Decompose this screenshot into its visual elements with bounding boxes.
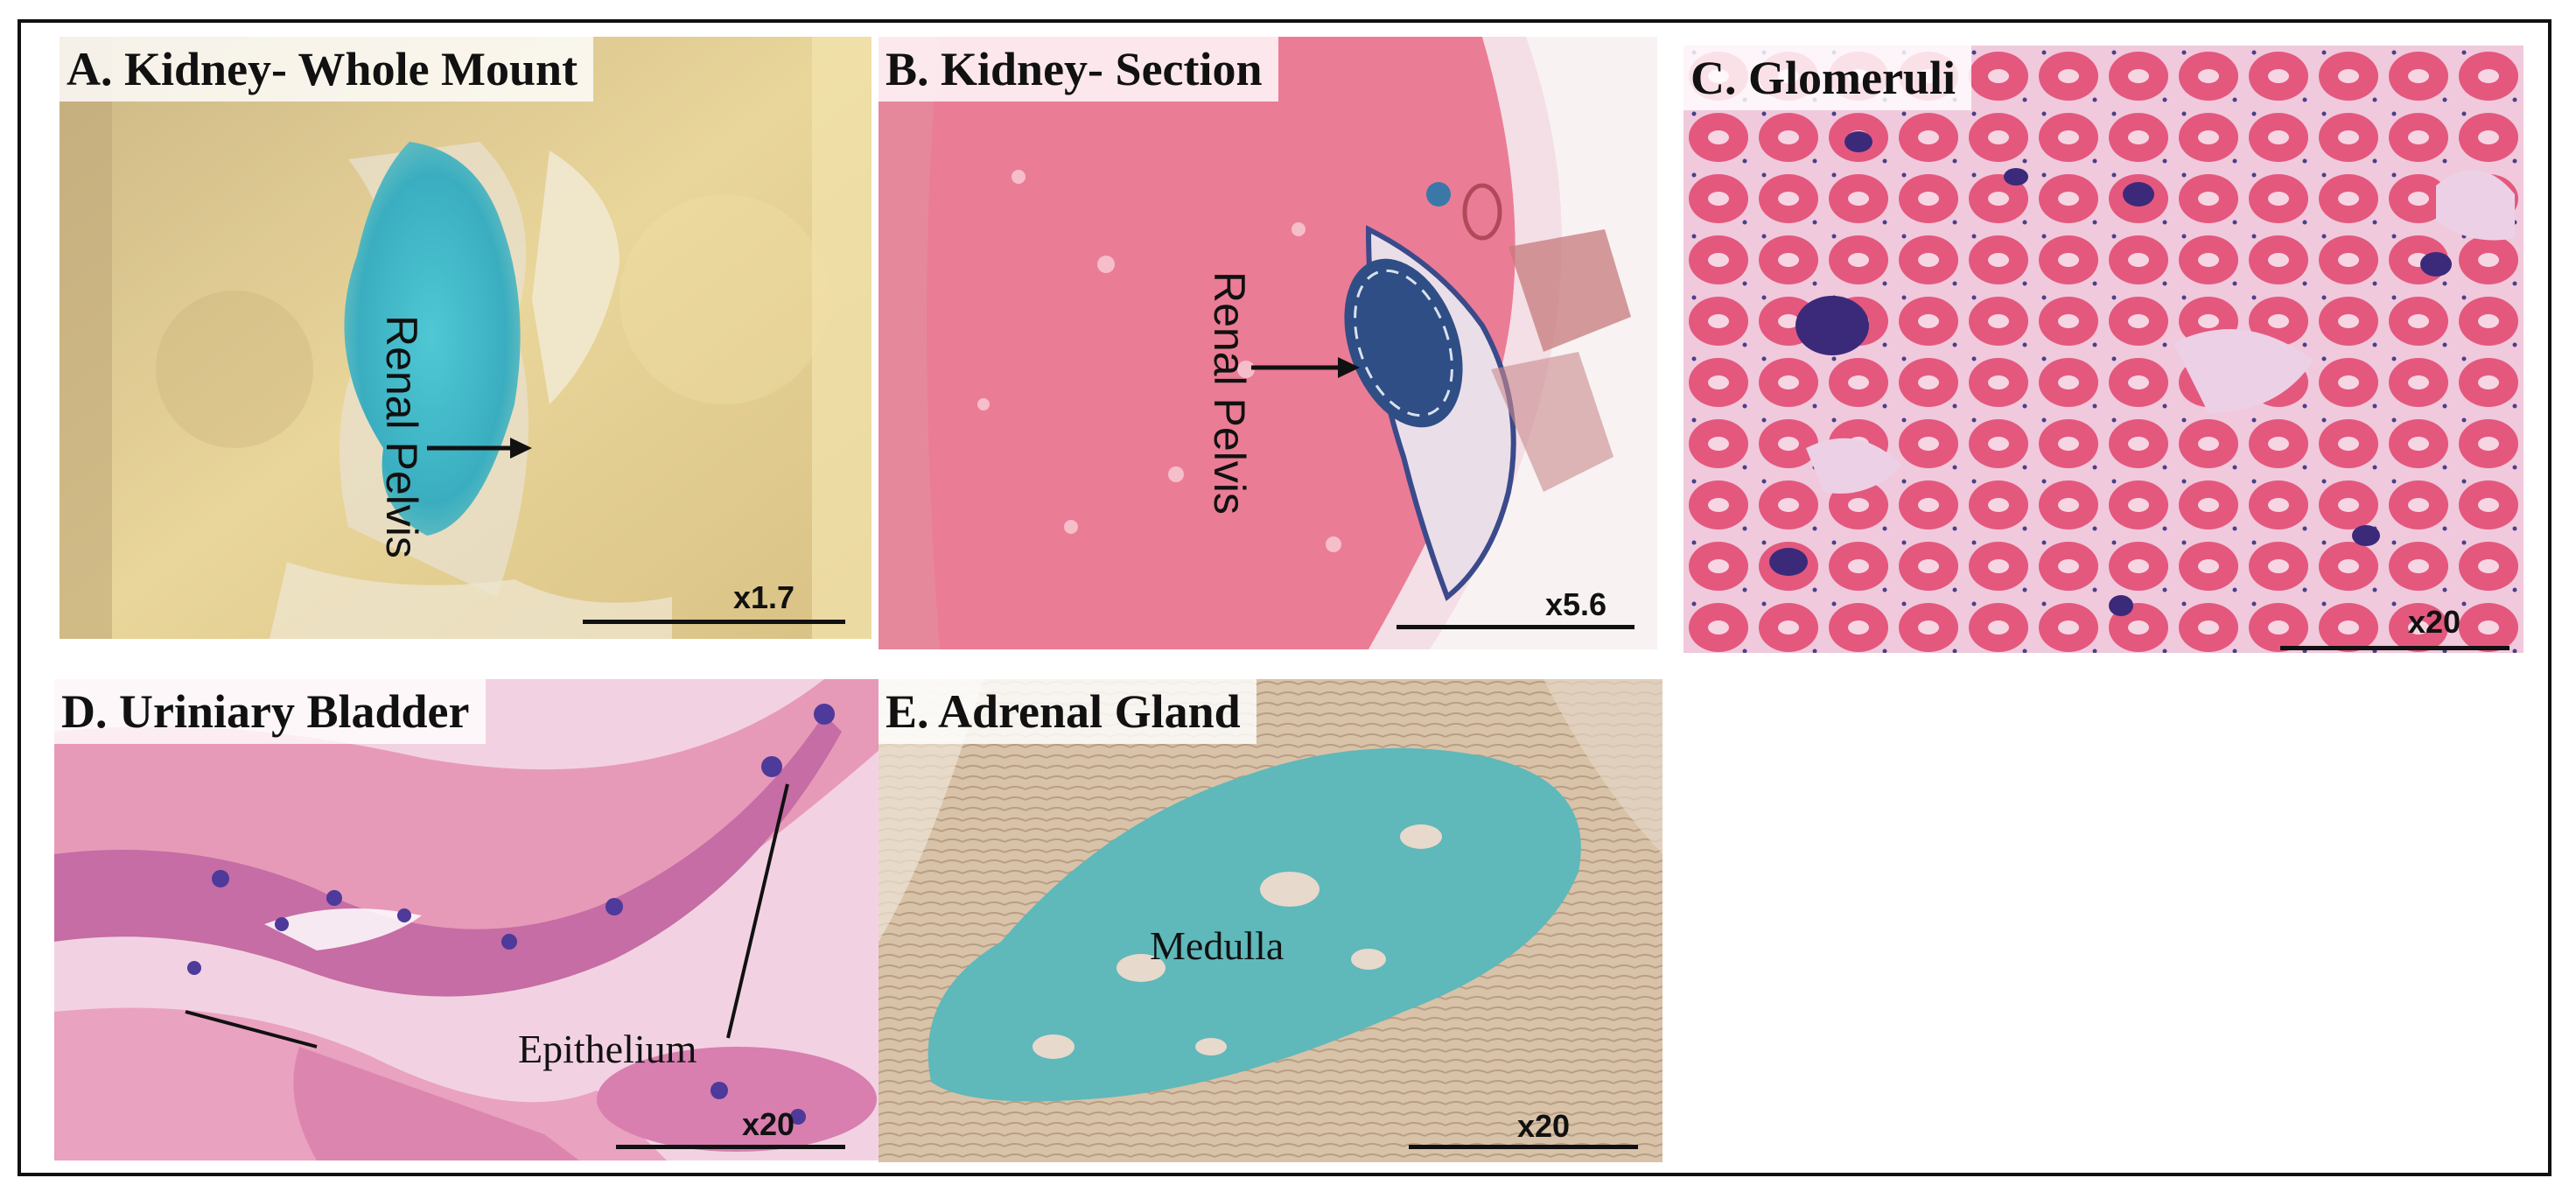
panel-a-scale-bar	[583, 620, 845, 624]
panel-d-magnification: x20	[742, 1106, 795, 1142]
panel-b-renal-pelvis-label: Renal Pelvis	[1205, 271, 1254, 515]
kidney-section-image	[878, 37, 1657, 649]
panel-d-urinary-bladder: D. Uriniary Bladder Epithelium x20	[54, 679, 880, 1160]
panel-c-glomeruli: C. Glomeruli x20	[1684, 46, 2524, 653]
panel-c-title: C. Glomeruli	[1684, 46, 1971, 111]
panel-e-adrenal-gland: E. Adrenal Gland Medulla x20	[878, 679, 1662, 1162]
panel-b-magnification: x5.6	[1545, 586, 1607, 622]
adrenal-gland-image	[878, 679, 1662, 1162]
panel-e-title: E. Adrenal Gland	[878, 679, 1256, 745]
panel-e-scale-bar	[1409, 1145, 1638, 1149]
panel-a-renal-pelvis-label: Renal Pelvis	[377, 315, 426, 558]
urinary-bladder-image	[54, 679, 880, 1160]
panel-b-kidney-section: B. Kidney- Section Renal Pelvis x5.6	[878, 37, 1657, 649]
panel-e-medulla-label: Medulla	[1150, 923, 1284, 968]
panel-e-magnification: x20	[1517, 1108, 1571, 1144]
panel-d-title: D. Uriniary Bladder	[54, 679, 486, 745]
panel-b-title: B. Kidney- Section	[878, 37, 1278, 102]
panel-c-magnification: x20	[2408, 604, 2461, 640]
panel-d-epithelium-label: Epithelium	[518, 1027, 697, 1071]
panel-c-scale-bar	[2280, 646, 2510, 650]
glomeruli-image	[1684, 46, 2524, 653]
figure-frame: A. Kidney- Whole Mount Renal Pelvis x1.7	[18, 19, 2552, 1176]
panel-a-title: A. Kidney- Whole Mount	[60, 37, 594, 102]
panel-d-scale-bar	[616, 1145, 845, 1149]
panel-b-scale-bar	[1396, 625, 1634, 629]
panel-a-kidney-whole-mount: A. Kidney- Whole Mount Renal Pelvis x1.7	[60, 37, 872, 639]
panel-a-magnification: x1.7	[733, 579, 795, 615]
kidney-whole-mount-image	[60, 37, 872, 639]
